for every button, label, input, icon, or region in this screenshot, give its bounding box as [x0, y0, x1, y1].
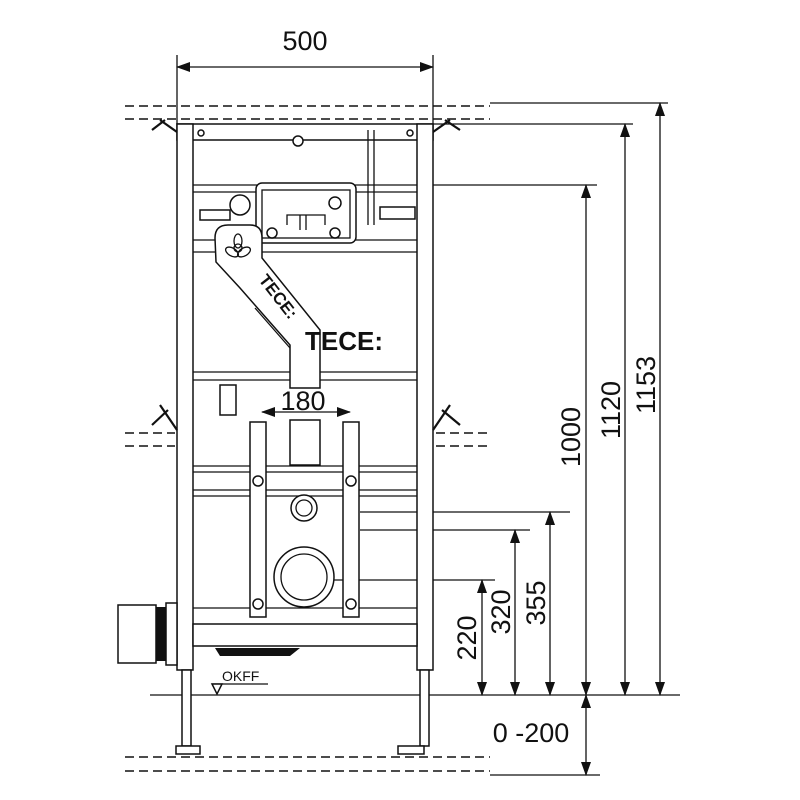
dim-height-355: 355: [521, 580, 551, 625]
dim-height-frame: 1120: [596, 381, 626, 439]
drain-assembly: [215, 384, 360, 656]
flush-pipe: TECE:: [214, 224, 321, 389]
wall-brackets: [151, 119, 461, 431]
dim-height-320: 320: [486, 589, 516, 634]
dim-height-220: 220: [452, 615, 482, 660]
side-water-inlet: [117, 602, 178, 666]
dim-width: 500: [282, 26, 327, 56]
tece-trefoil-icon: [224, 233, 252, 258]
dim-pipe-spacing: 180: [280, 386, 325, 416]
extension-lines: [150, 55, 680, 776]
legs: [175, 669, 430, 755]
mid-wall-band: [125, 432, 490, 447]
frame: [176, 123, 434, 671]
flush-box: [199, 182, 416, 244]
brand-logo: TECE:: [305, 326, 383, 356]
ceiling-band: [125, 105, 490, 120]
dimension-lines: [176, 62, 665, 776]
dim-height-total: 1153: [631, 356, 661, 414]
floor-level-label: OKFF: [222, 668, 259, 684]
floor-level-marker: OKFF: [210, 668, 268, 696]
dim-height-cistern: 1000: [556, 407, 586, 467]
floor-band: [125, 756, 490, 772]
dim-leg-adjust: 0 -200: [493, 718, 570, 748]
